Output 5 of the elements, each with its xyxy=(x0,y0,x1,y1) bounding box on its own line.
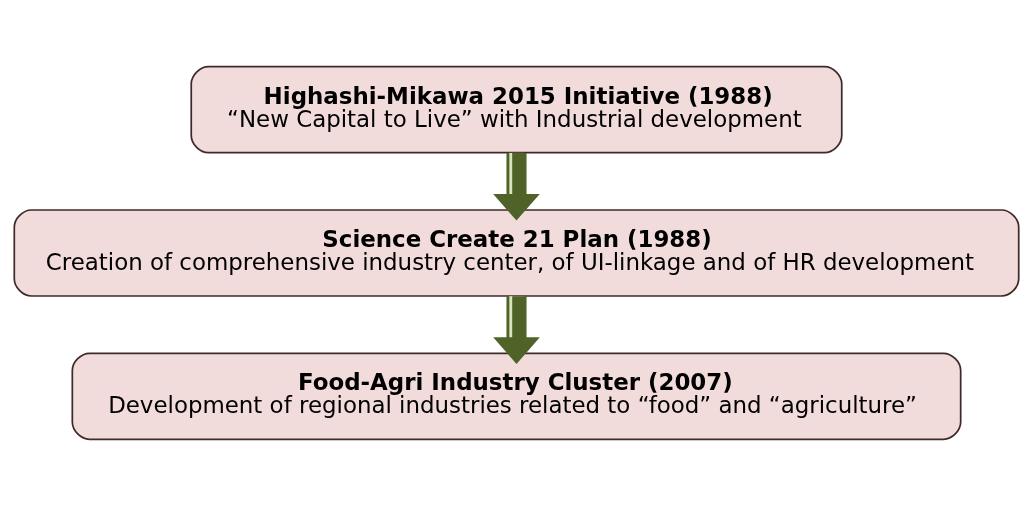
node-box: Science Create 21 Plan (1988) Creation of comprehensive industry center, of UI-linkage and of HR development xyxy=(13,209,1020,297)
arrow xyxy=(493,296,540,364)
node-box: Highashi-Mikawa 2015 Initiative (1988) “New Capital to Live” with Industrial development xyxy=(190,65,843,154)
node-box: Food-Agri Industry Cluster (2007) Development of regional industries related to “food” and “agriculture” xyxy=(71,352,962,441)
arrow xyxy=(493,152,540,221)
